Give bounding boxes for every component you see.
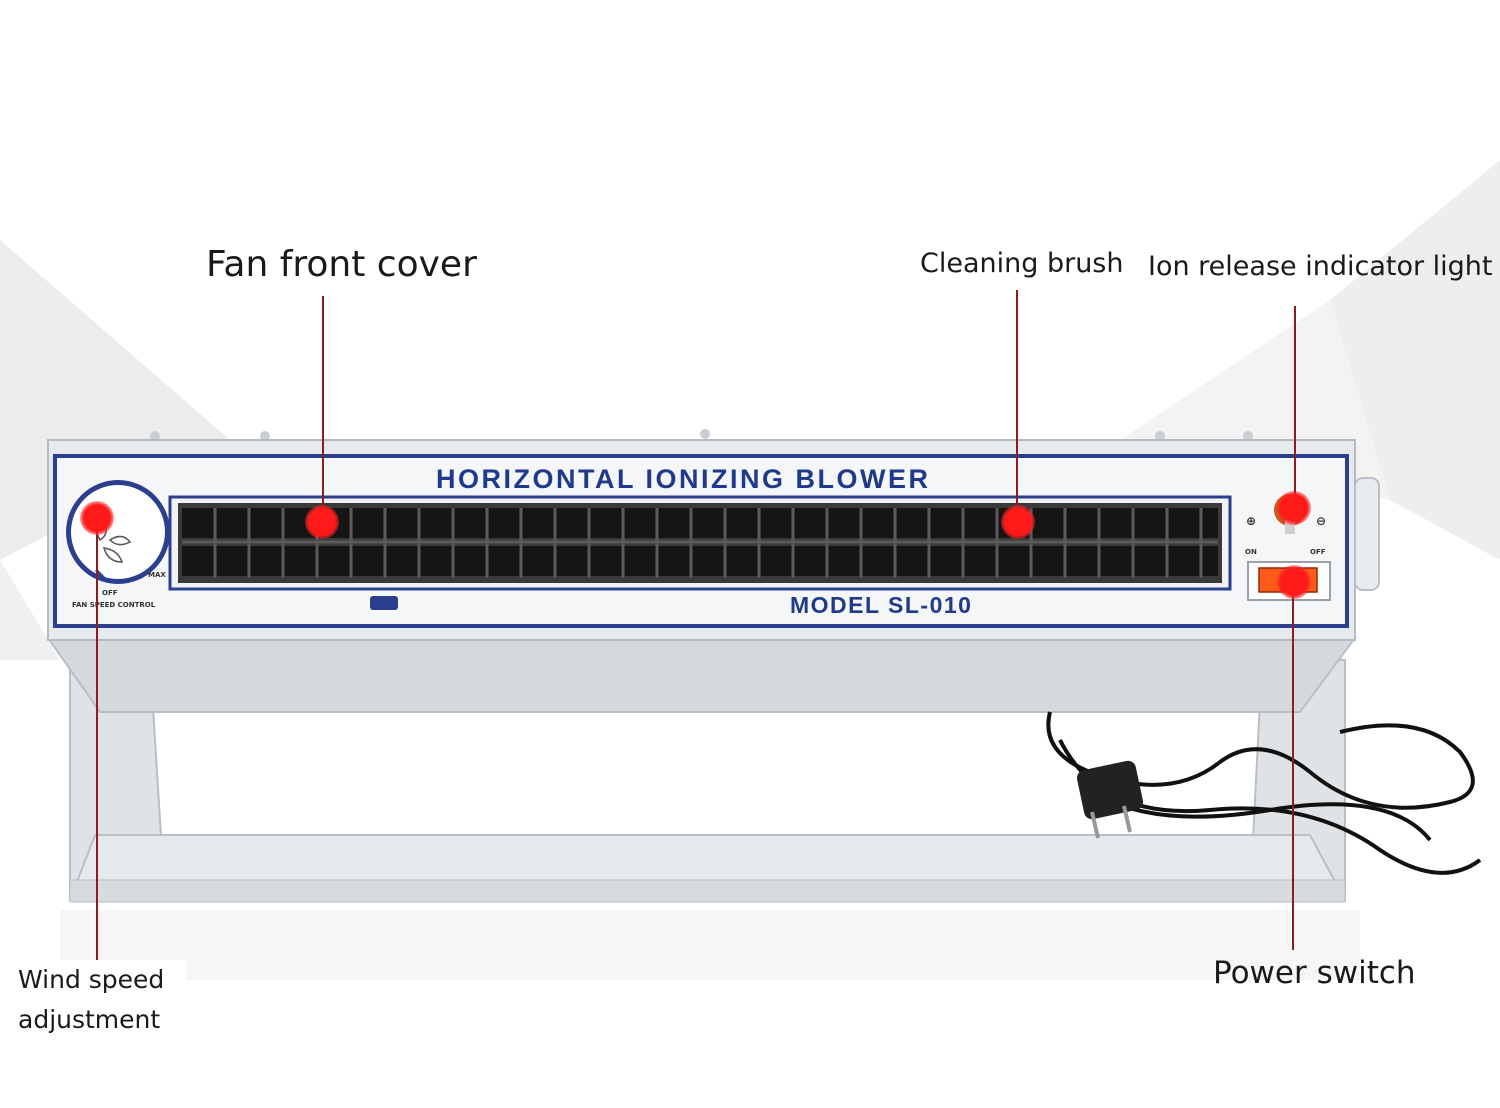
knob-off-label: OFF — [102, 589, 118, 597]
leader-line-fan-cover — [322, 296, 324, 522]
side-end-cap — [1354, 477, 1380, 591]
panel-title: HORIZONTAL IONIZING BLOWER — [436, 464, 931, 494]
leader-line-cleaning-brush — [1016, 290, 1018, 522]
minus-icon: ⊖ — [1316, 514, 1327, 528]
plus-icon: ⊕ — [1246, 514, 1257, 528]
callout-fan-front-cover: Fan front cover — [206, 244, 477, 285]
callout-cleaning-brush: Cleaning brush — [920, 248, 1124, 279]
brand-icon — [370, 596, 398, 610]
callout-wind-speed-line2: adjustment — [18, 1005, 161, 1034]
marker-wind-speed — [80, 501, 114, 535]
callout-ion-release-indicator-light: Ion release indicator light — [1148, 251, 1493, 282]
power-plug — [1076, 760, 1144, 820]
leader-line-ion-light — [1294, 306, 1296, 506]
leader-line-wind-speed — [96, 520, 98, 964]
callout-wind-speed-adjustment: Wind speed adjustment — [0, 960, 186, 1042]
fan-grille-ribs — [182, 508, 1218, 578]
marker-ion-light — [1277, 491, 1311, 525]
callout-power-switch: Power switch — [1213, 955, 1416, 991]
ion-off-label: OFF — [1310, 548, 1326, 556]
ion-on-label: ON — [1245, 548, 1257, 556]
model-label: MODEL SL-010 — [790, 592, 973, 618]
marker-fan-cover — [305, 505, 339, 539]
fan-grille-slots — [182, 508, 1218, 576]
knob-caption: FAN SPEED CONTROL — [72, 601, 156, 609]
blower-lower-housing — [46, 637, 1357, 713]
leader-line-power-switch — [1292, 582, 1294, 950]
speed-knob — [71, 485, 165, 579]
marker-cleaning-brush — [1001, 505, 1035, 539]
knob-max-label: MAX — [148, 571, 166, 579]
callout-wind-speed-line1: Wind speed — [18, 965, 165, 994]
marker-power-switch — [1277, 565, 1311, 599]
